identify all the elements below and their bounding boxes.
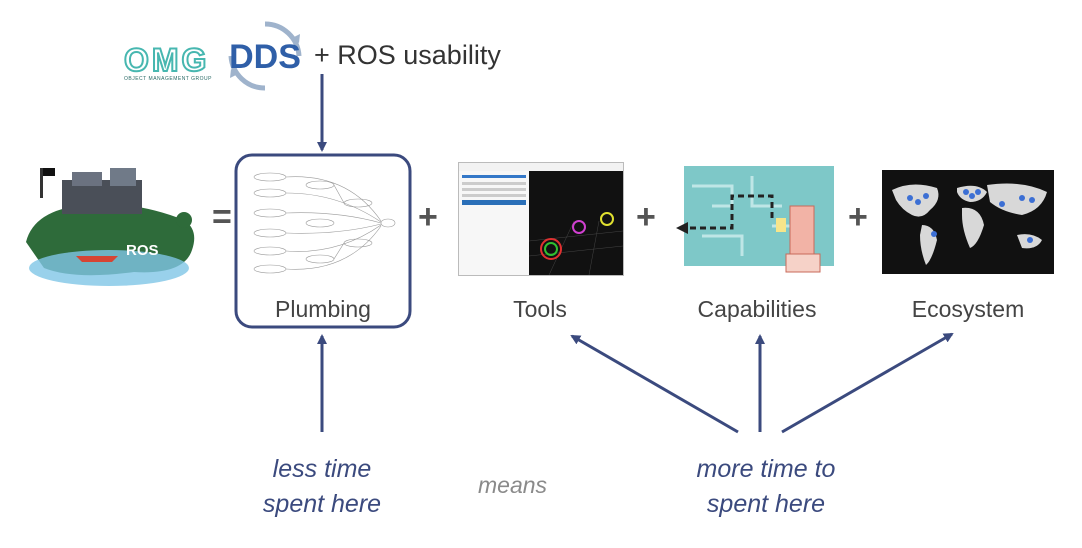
ros-usability-text: + ROS usability — [314, 40, 501, 70]
means-text: means — [478, 472, 548, 498]
arrow-to-tools — [570, 334, 739, 434]
tools-panel — [459, 171, 530, 275]
plumbing-graph — [248, 163, 398, 283]
dds-logo-text: DDS — [229, 38, 301, 76]
dds-logo-ring — [228, 21, 302, 91]
capabilities-label: Capabilities — [697, 296, 817, 322]
omg-logo-subtext: OBJECT MANAGEMENT GROUP — [124, 76, 212, 82]
robot-visualization-icon — [529, 212, 623, 275]
robot-navigation-icon — [676, 166, 834, 273]
dds-logo: DDS — [222, 18, 308, 94]
plumbing-label: Plumbing — [275, 296, 371, 322]
ros-logo-text: ROS — [126, 242, 159, 259]
plus-sign-1: + — [418, 198, 438, 236]
less-time-text: less time spent here — [222, 452, 422, 522]
plus-sign-3: + — [848, 198, 868, 236]
node-graph-image — [253, 172, 396, 274]
plumbing-frame — [234, 153, 412, 329]
ecosystem-label: Ecosystem — [911, 296, 1025, 322]
less-time-line-2: spent here — [262, 490, 382, 518]
world-map-icon — [892, 183, 1047, 265]
tools-label: Tools — [513, 296, 567, 322]
ros-turtle-illustration: ROS — [14, 150, 204, 300]
omg-logo: OMG OBJECT MANAGEMENT GROUP — [123, 42, 216, 86]
omg-logo-text: OMG — [123, 42, 210, 78]
equals-sign: = — [212, 198, 232, 236]
arrow-to-ecosystem — [781, 332, 954, 434]
turtle-icon — [26, 168, 195, 286]
tools-3d-view — [529, 171, 623, 275]
more-time-line-1: more time to — [696, 455, 836, 483]
tools-screenshot — [458, 162, 624, 276]
less-time-line-1: less time — [272, 455, 372, 483]
more-time-line-2: spent here — [706, 490, 826, 518]
plus-sign-2: + — [636, 198, 656, 236]
more-time-text: more time to spent here — [656, 452, 876, 522]
capabilities-illustration — [672, 166, 842, 276]
ecosystem-map — [882, 170, 1054, 274]
